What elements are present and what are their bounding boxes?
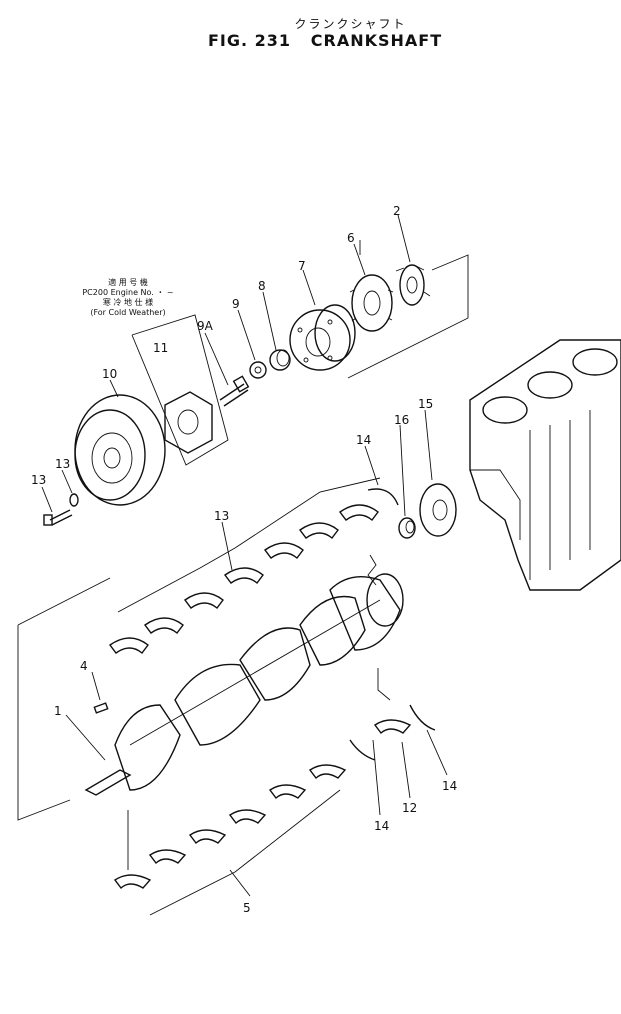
callout-15: 15 xyxy=(418,397,433,411)
callout-14-upper: 14 xyxy=(356,433,371,447)
note-line-4: (For Cold Weather) xyxy=(90,308,166,317)
callout-12: 13 xyxy=(214,509,229,523)
callout-13-lower-right: 12 xyxy=(402,801,417,815)
callout-7: 9 xyxy=(232,297,240,311)
applicability-note: 適 用 号 機 PC200 Engine No. ・ ~ 寒 冷 地 仕 様 (… xyxy=(58,278,198,318)
lower-bearings-13 xyxy=(113,719,412,890)
upper-bearings-12 xyxy=(109,477,381,655)
part-5-hub xyxy=(289,304,356,371)
note-line-3: 寒 冷 地 仕 様 xyxy=(102,298,154,307)
callout-16: 16 xyxy=(394,413,409,427)
callout-5: 7 xyxy=(298,259,306,273)
part-1-crankshaft xyxy=(84,573,404,796)
part-3-key xyxy=(93,702,109,714)
part-7-washer xyxy=(249,361,267,379)
callout-10: 13 xyxy=(31,473,46,487)
callout-9: 10 xyxy=(102,367,117,381)
title-japanese: クランクシャフト xyxy=(294,17,407,31)
part-9-pulley xyxy=(74,394,166,506)
part-15-gear xyxy=(419,483,457,537)
note-line-1: 適 用 号 機 xyxy=(108,278,148,287)
callout-14-lower-left: 14 xyxy=(374,819,389,833)
callout-6: 8 xyxy=(258,279,266,293)
callout-9a: 11 xyxy=(153,341,168,355)
callout-4: 6 xyxy=(347,231,355,245)
callout-1: 1 xyxy=(54,704,62,718)
callout-3: 4 xyxy=(80,659,88,673)
bracket-pulley-group xyxy=(131,314,229,466)
callout-11: 13 xyxy=(55,457,70,471)
note-line-2: PC200 Engine No. ・ ~ xyxy=(82,288,174,297)
part-14-thrust-lower-right xyxy=(409,704,436,731)
callout-13-bottom: 5 xyxy=(243,901,251,915)
part-4-gear xyxy=(349,274,394,332)
part-11-washer xyxy=(69,493,79,507)
part-6-seal xyxy=(269,349,291,371)
leader-lines xyxy=(17,214,448,916)
part-10-bolt xyxy=(43,509,73,526)
part-14-thrust-upper xyxy=(367,488,399,506)
callout-14-lower-right: 14 xyxy=(442,779,457,793)
part-8-bolt xyxy=(219,375,250,407)
figure-title: FIG. 231 CRANKSHAFT xyxy=(208,31,443,50)
part-16-seal xyxy=(398,517,416,539)
callout-labels: 2 6 7 8 9 9A 11 10 13 13 13 14 16 15 4 1… xyxy=(31,204,457,915)
part-9a-spacer xyxy=(164,391,213,454)
bracket-front-gear-group xyxy=(347,254,469,379)
callout-2: 2 xyxy=(393,204,401,218)
part-2-gear xyxy=(395,264,431,306)
callout-8: 9A xyxy=(197,319,214,333)
part-14-thrust-lower-left xyxy=(349,739,376,761)
engine-block xyxy=(469,339,621,591)
